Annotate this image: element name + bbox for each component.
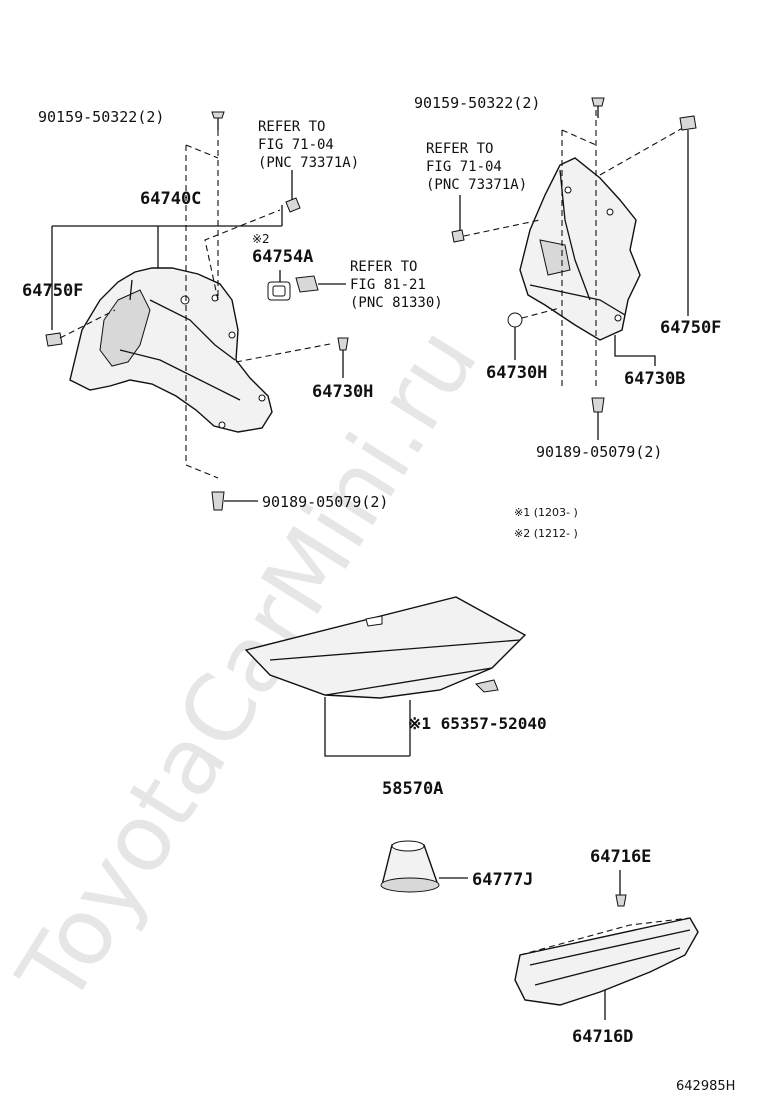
labels: 90159-50322(2) REFER TO FIG 71-04 (PNC 7… [22,94,735,1094]
label-bolt-left-top: 90159-50322(2) [38,108,164,126]
right-side-trim-illustration [451,97,697,440]
label-mark-2: ※2 [252,232,270,246]
label-refer-mid-3: (PNC 81330) [350,295,443,311]
label-refer-mid-1: REFER TO [350,259,417,275]
label-64730b: 64730B [624,369,685,389]
label-refer-right-3: (PNC 73371A) [426,177,527,193]
diagram-id: 642985H [676,1079,735,1094]
label-note-2: ※2 (1212- ) [514,527,578,540]
label-58570a: 58570A [382,779,443,799]
label-64750f-right: 64750F [660,318,721,338]
left-side-trim-illustration [45,111,349,511]
label-64750f-left: 64750F [22,281,83,301]
label-64730h-left: 64730H [312,382,373,402]
label-bolt-right-top: 90159-50322(2) [414,94,540,112]
cone-spacer-illustration [380,840,468,893]
label-refer-right-1: REFER TO [426,141,493,157]
label-refer-right-2: FIG 71-04 [426,159,502,175]
label-note-1: ※1 (1203- ) [514,506,578,519]
label-64730h-right: 64730H [486,363,547,383]
label-clip-left-bottom: 90189-05079(2) [262,493,388,511]
label-refer-left-1: REFER TO [258,119,325,135]
label-64777j: 64777J [472,870,533,890]
label-clip-right-bottom: 90189-05079(2) [536,443,662,461]
label-64716d: 64716D [572,1027,633,1047]
label-refer-left-2: FIG 71-04 [258,137,334,153]
label-65357: ※1 65357-52040 [408,714,547,733]
label-refer-mid-2: FIG 81-21 [350,277,426,293]
label-refer-left-3: (PNC 73371A) [258,155,359,171]
label-64754a: 64754A [252,247,313,267]
label-64740c: 64740C [140,189,201,209]
floor-board-illustration [244,596,527,757]
label-64716e: 64716E [590,847,651,867]
rear-sill-trim-illustration [514,870,699,1020]
